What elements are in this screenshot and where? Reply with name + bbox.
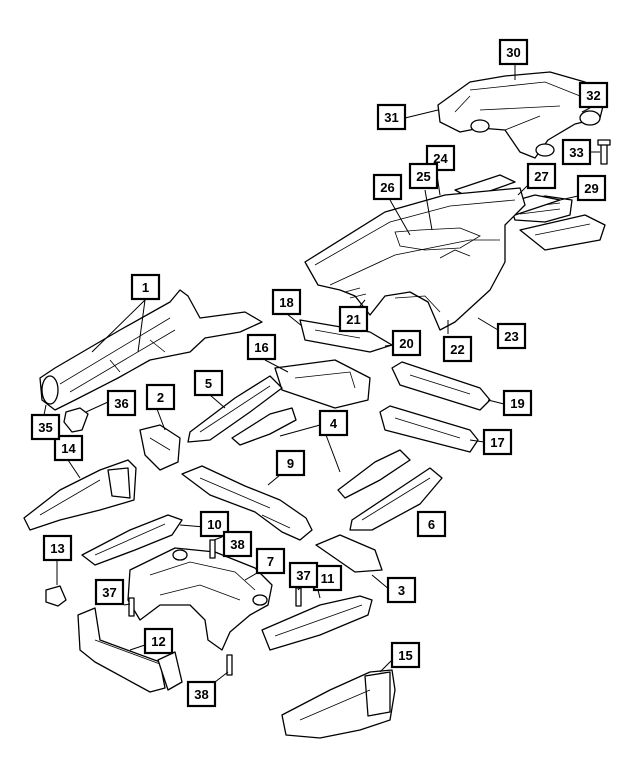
callout-37-right: 37 bbox=[288, 561, 319, 589]
svg-text:35: 35 bbox=[38, 420, 52, 435]
svg-text:3: 3 bbox=[398, 583, 405, 598]
callout-14: 14 bbox=[53, 434, 84, 462]
callout-12: 12 bbox=[143, 627, 174, 655]
svg-text:18: 18 bbox=[279, 295, 293, 310]
callout-25: 25 bbox=[408, 162, 439, 190]
crossmember-19-drawing bbox=[391, 361, 491, 411]
callout-1: 1 bbox=[130, 273, 161, 301]
callout-19: 19 bbox=[502, 389, 533, 417]
svg-text:38: 38 bbox=[194, 687, 208, 702]
callout-5: 5 bbox=[193, 369, 224, 397]
svg-text:23: 23 bbox=[504, 329, 518, 344]
rail-10-drawing bbox=[81, 514, 183, 566]
callout-16: 16 bbox=[246, 333, 277, 361]
svg-text:16: 16 bbox=[254, 340, 268, 355]
callout-7: 7 bbox=[255, 547, 286, 575]
callout-22: 22 bbox=[442, 335, 473, 363]
bracket-36-drawing bbox=[63, 407, 89, 433]
bolt-33-drawing bbox=[597, 139, 611, 165]
svg-text:33: 33 bbox=[569, 145, 583, 160]
callout-3: 3 bbox=[386, 576, 417, 604]
svg-text:25: 25 bbox=[416, 169, 430, 184]
rail-11-drawing bbox=[261, 595, 373, 651]
svg-text:2: 2 bbox=[157, 390, 164, 405]
apron-14-drawing bbox=[23, 459, 137, 531]
callout-36: 36 bbox=[106, 389, 137, 417]
clip-13-drawing bbox=[45, 585, 67, 607]
svg-text:5: 5 bbox=[205, 376, 212, 391]
callout-35: 35 bbox=[30, 413, 61, 441]
svg-text:29: 29 bbox=[584, 181, 598, 196]
callout-30: 30 bbox=[498, 38, 529, 66]
rear-floor-frame-drawing bbox=[304, 187, 526, 331]
svg-text:36: 36 bbox=[114, 396, 128, 411]
callout-37-left: 37 bbox=[94, 578, 125, 606]
callout-15: 15 bbox=[390, 641, 421, 669]
bracket-2-drawing bbox=[139, 424, 181, 471]
rail-4-drawing bbox=[231, 407, 411, 499]
svg-text:27: 27 bbox=[534, 169, 548, 184]
svg-text:26: 26 bbox=[380, 180, 394, 195]
svg-text:19: 19 bbox=[510, 396, 524, 411]
svg-text:30: 30 bbox=[506, 45, 520, 60]
rear-subframe-drawing bbox=[437, 71, 606, 159]
svg-text:13: 13 bbox=[50, 541, 64, 556]
callout-2: 2 bbox=[145, 383, 176, 411]
svg-text:20: 20 bbox=[399, 336, 413, 351]
svg-text:1: 1 bbox=[142, 280, 149, 295]
svg-text:24: 24 bbox=[433, 151, 448, 166]
callout-9: 9 bbox=[275, 449, 306, 477]
svg-text:38: 38 bbox=[230, 537, 244, 552]
callout-21: 21 bbox=[338, 305, 369, 333]
svg-text:21: 21 bbox=[346, 312, 360, 327]
svg-text:17: 17 bbox=[490, 435, 504, 450]
svg-text:6: 6 bbox=[428, 517, 435, 532]
svg-text:22: 22 bbox=[450, 342, 464, 357]
apron-15-drawing bbox=[281, 669, 396, 739]
svg-text:7: 7 bbox=[267, 554, 274, 569]
svg-text:32: 32 bbox=[586, 88, 600, 103]
rail-6-drawing bbox=[349, 467, 443, 531]
callout-20: 20 bbox=[391, 329, 422, 357]
callout-26: 26 bbox=[372, 173, 403, 201]
leader-lines bbox=[43, 65, 600, 683]
crossmember-17-drawing bbox=[379, 405, 479, 453]
callout-18: 18 bbox=[271, 288, 302, 316]
callout-17: 17 bbox=[482, 428, 513, 456]
callout-32: 32 bbox=[578, 81, 609, 109]
svg-text:12: 12 bbox=[151, 634, 165, 649]
callout-4: 4 bbox=[318, 409, 349, 437]
svg-text:11: 11 bbox=[321, 571, 335, 586]
callout-38-top: 38 bbox=[222, 530, 253, 558]
callout-13: 13 bbox=[42, 534, 73, 562]
center-rail-9-drawing bbox=[181, 465, 313, 541]
callout-6: 6 bbox=[416, 510, 447, 538]
callout-38-bottom: 38 bbox=[186, 680, 217, 708]
svg-text:31: 31 bbox=[384, 110, 398, 125]
svg-text:37: 37 bbox=[102, 585, 116, 600]
bolts-drawing bbox=[128, 539, 302, 676]
rail-5-drawing bbox=[187, 375, 283, 443]
callout-29: 29 bbox=[576, 174, 607, 202]
radiator-support-12-drawing bbox=[77, 607, 183, 693]
callout-31: 31 bbox=[376, 103, 407, 131]
frame-rail-1-drawing bbox=[39, 289, 263, 411]
svg-text:10: 10 bbox=[207, 517, 221, 532]
panel-3-drawing bbox=[315, 534, 383, 573]
svg-text:9: 9 bbox=[287, 456, 294, 471]
callout-33: 33 bbox=[561, 138, 592, 166]
front-crossmember-7-drawing bbox=[127, 547, 273, 651]
svg-text:4: 4 bbox=[330, 416, 338, 431]
callout-23: 23 bbox=[496, 322, 527, 350]
callout-27: 27 bbox=[526, 162, 557, 190]
panel-16-drawing bbox=[274, 359, 371, 409]
svg-text:14: 14 bbox=[61, 441, 76, 456]
svg-text:37: 37 bbox=[296, 568, 310, 583]
svg-text:15: 15 bbox=[398, 648, 412, 663]
